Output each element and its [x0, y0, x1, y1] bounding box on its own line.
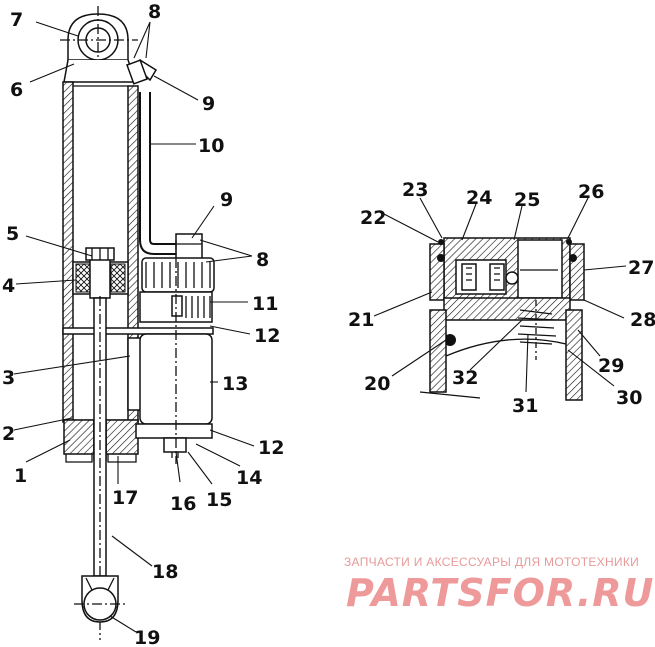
callout-1: 1 — [14, 465, 27, 487]
callout-3: 3 — [2, 367, 15, 389]
watermark-brand-logo: PARTSFOR.RU — [346, 571, 654, 615]
callout-22: 22 — [360, 207, 386, 229]
watermark: ЗАПЧАСТИ И АКСЕССУАРЫ ДЛЯ МОТОТЕХНИКИ PA… — [344, 555, 654, 615]
reservoir-hose — [126, 59, 203, 261]
watermark-tagline: ЗАПЧАСТИ И АКСЕССУАРЫ ДЛЯ МОТОТЕХНИКИ — [344, 555, 639, 569]
callout-26: 26 — [578, 181, 604, 203]
callout-31: 31 — [512, 395, 538, 417]
callout-23: 23 — [402, 179, 428, 201]
callout-2: 2 — [2, 423, 15, 445]
callout-12-upper: 12 — [254, 325, 280, 347]
callout-28: 28 — [630, 309, 655, 331]
leader-lines-detail — [373, 197, 627, 393]
callout-12-lower: 12 — [258, 437, 284, 459]
callout-30: 30 — [616, 387, 642, 409]
callout-14: 14 — [236, 467, 262, 489]
callout-6: 6 — [10, 79, 23, 101]
callout-19: 19 — [134, 627, 160, 647]
shock-main-view — [13, 6, 255, 640]
callout-32: 32 — [452, 367, 478, 389]
piston-rod — [93, 296, 107, 640]
callout-17: 17 — [112, 487, 138, 509]
callout-4: 4 — [2, 275, 15, 297]
callout-5: 5 — [6, 223, 19, 245]
callout-9-mid: 9 — [220, 189, 233, 211]
callout-9-top: 9 — [202, 93, 215, 115]
callout-7: 7 — [10, 9, 23, 31]
callout-24: 24 — [466, 187, 492, 209]
callout-8-mid: 8 — [256, 249, 269, 271]
callout-27: 27 — [628, 257, 654, 279]
callout-18: 18 — [152, 561, 178, 583]
leader-lines-main — [13, 21, 255, 633]
callout-16: 16 — [170, 493, 196, 515]
callout-11: 11 — [252, 293, 278, 315]
callout-15: 15 — [206, 489, 232, 511]
callout-13: 13 — [222, 373, 248, 395]
callout-25: 25 — [514, 189, 540, 211]
callout-21: 21 — [348, 309, 374, 331]
callout-10: 10 — [198, 135, 224, 157]
reservoir — [135, 240, 215, 464]
callout-20: 20 — [364, 373, 390, 395]
top-eye-mount — [60, 6, 138, 83]
callout-29: 29 — [598, 355, 624, 377]
callout-8-top: 8 — [148, 1, 161, 23]
bottom-eye-mount — [74, 575, 126, 623]
reservoir-detail-section — [373, 197, 627, 401]
